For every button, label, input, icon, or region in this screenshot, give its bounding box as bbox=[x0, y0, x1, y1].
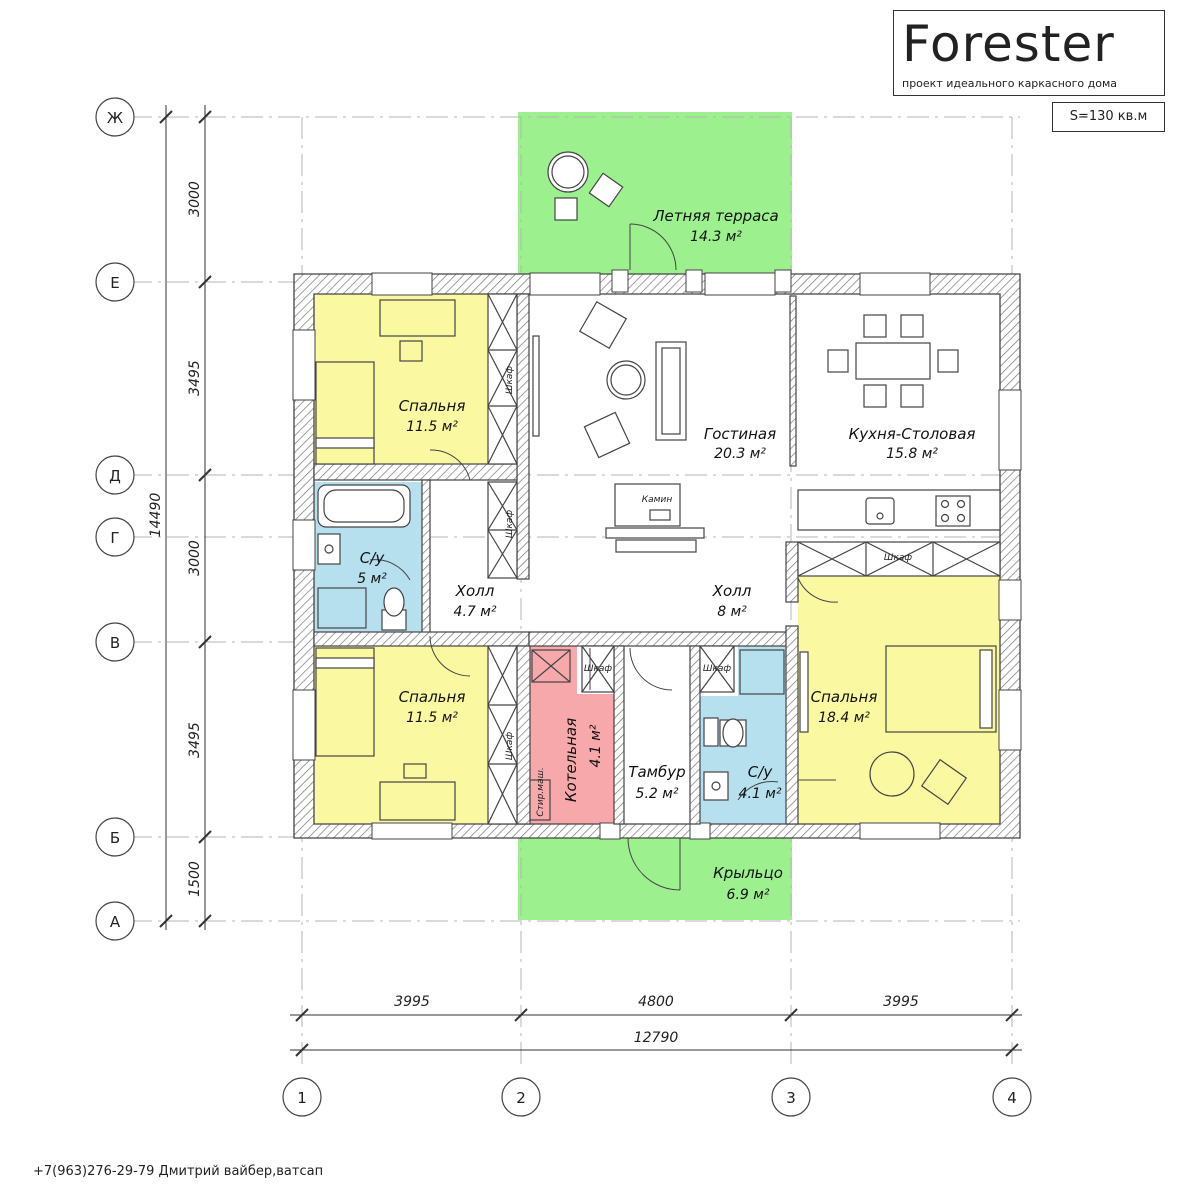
dim-h-2: 4800 bbox=[638, 994, 674, 1010]
bedroom-furniture bbox=[315, 299, 997, 821]
bath-right-area: 4.1 м² bbox=[739, 786, 782, 802]
dimension-ticks bbox=[159, 110, 1019, 1057]
axis-label-4: 4 bbox=[1007, 1089, 1017, 1107]
living-area: 20.3 м² bbox=[714, 446, 766, 462]
total-area-badge: S=130 кв.м bbox=[1052, 102, 1165, 132]
dim-v-3: 3000 bbox=[187, 540, 203, 576]
kitchen-name: Кухня-Столовая bbox=[849, 425, 976, 443]
bedroom-top-name: Спальня bbox=[399, 397, 466, 415]
dimension-lines bbox=[165, 105, 1022, 1051]
living-name: Гостиная bbox=[704, 425, 776, 443]
axis-label-b: Б bbox=[110, 829, 120, 847]
dim-v-2: 3495 bbox=[187, 360, 203, 396]
axis-label-v: В bbox=[110, 634, 120, 652]
bedroom-master-area: 18.4 м² bbox=[818, 710, 870, 726]
boiler-area: 4.1 м² bbox=[588, 724, 604, 767]
axis-label-1: 1 bbox=[297, 1089, 307, 1107]
dim-v-5: 1500 bbox=[187, 861, 203, 897]
row-axis-labels: Ж Е Д Г В Б А bbox=[107, 109, 123, 931]
kitchen-counter bbox=[797, 489, 1001, 531]
col-axis-labels: 1 2 3 4 bbox=[297, 1089, 1017, 1107]
room-labels: Летняя терраса 14.3 м² Спальня 11.5 м² Г… bbox=[357, 207, 975, 903]
washer-label: Стир.маш. bbox=[536, 767, 546, 816]
terrace-area bbox=[518, 112, 792, 282]
wardrobe-label-top: Шкаф bbox=[505, 366, 515, 395]
axis-label-e: Е bbox=[110, 274, 119, 292]
dim-v-4: 3495 bbox=[187, 722, 203, 758]
dim-h-3: 3995 bbox=[883, 994, 919, 1010]
hall-main-area: 8 м² bbox=[717, 604, 747, 620]
wardrobes bbox=[487, 293, 1001, 825]
terrace-area-label: 14.3 м² bbox=[690, 229, 742, 245]
dim-h-total: 12790 bbox=[634, 1030, 679, 1046]
vestibule-name: Тамбур bbox=[628, 763, 685, 781]
dim-v-total: 14490 bbox=[148, 493, 164, 538]
bath-fixtures bbox=[317, 484, 785, 821]
terrace-posts bbox=[611, 269, 792, 293]
axis-label-2: 2 bbox=[516, 1089, 526, 1107]
porch-name: Крыльцо bbox=[713, 864, 783, 882]
wardrobe-label-vestibule-left: Шкаф bbox=[584, 664, 613, 674]
dim-v-1: 3000 bbox=[187, 181, 203, 217]
bath-left-area: 5 м² bbox=[357, 571, 387, 587]
porch-area bbox=[518, 838, 792, 920]
wardrobe-label-hall: Шкаф bbox=[505, 510, 515, 539]
bath-left-name: С/у bbox=[360, 549, 386, 567]
wardrobe-label-bottom: Шкаф bbox=[505, 732, 515, 761]
brand-logo-box: Forester проект идеального каркасного до… bbox=[893, 10, 1165, 96]
hall-left-area: 4.7 м² bbox=[454, 604, 497, 620]
bath-right-fill bbox=[700, 696, 786, 824]
terrace-furniture bbox=[547, 151, 624, 221]
dim-h-1: 3995 bbox=[394, 994, 430, 1010]
wardrobe-label-vestibule-right: Шкаф bbox=[703, 664, 732, 674]
row-axis-markers bbox=[95, 97, 135, 941]
col-axis-markers bbox=[282, 1077, 1032, 1117]
axis-label-g: Г bbox=[110, 529, 119, 547]
boiler-name: Котельная bbox=[562, 718, 580, 802]
vertical-dimensions: 3000 3495 3000 3495 1500 14490 bbox=[148, 181, 203, 897]
axis-label-zh: Ж bbox=[107, 109, 123, 127]
axis-label-3: 3 bbox=[786, 1089, 796, 1107]
brand-subtitle: проект идеального каркасного дома bbox=[902, 77, 1118, 90]
horizontal-dimensions: 3995 4800 3995 12790 bbox=[394, 994, 919, 1046]
terrace-name: Летняя терраса bbox=[652, 207, 779, 225]
bedroom-master-name: Спальня bbox=[811, 688, 878, 706]
axis-label-a: А bbox=[110, 913, 121, 931]
dining-set bbox=[827, 314, 959, 408]
wardrobe-label-master: Шкаф bbox=[884, 553, 913, 563]
brand-title: Forester bbox=[902, 15, 1115, 73]
vestibule-area: 5.2 м² bbox=[636, 786, 679, 802]
bedroom-top-area: 11.5 м² bbox=[406, 419, 458, 435]
fireplace-label: Камин bbox=[642, 495, 673, 505]
hall-main-name: Холл bbox=[712, 582, 752, 600]
bedroom-bottom-name: Спальня bbox=[399, 688, 466, 706]
bedroom-bottom-area: 11.5 м² bbox=[406, 710, 458, 726]
furniture-labels: Шкаф Шкаф Шкаф Шкаф Шкаф Шкаф Камин Стир… bbox=[505, 366, 912, 817]
interior-walls bbox=[313, 293, 799, 825]
windows bbox=[292, 272, 1022, 840]
bath-right-name: С/у bbox=[748, 763, 774, 781]
doors bbox=[369, 223, 839, 891]
kitchen-area: 15.8 м² bbox=[886, 446, 938, 462]
axis-label-d: Д bbox=[109, 467, 121, 485]
porch-area-label: 6.9 м² bbox=[727, 887, 770, 903]
contact-info: +7(963)276-29-79 Дмитрий вайбер,ватсап bbox=[33, 1164, 324, 1179]
hall-left-name: Холл bbox=[455, 582, 495, 600]
living-furniture bbox=[532, 300, 705, 553]
